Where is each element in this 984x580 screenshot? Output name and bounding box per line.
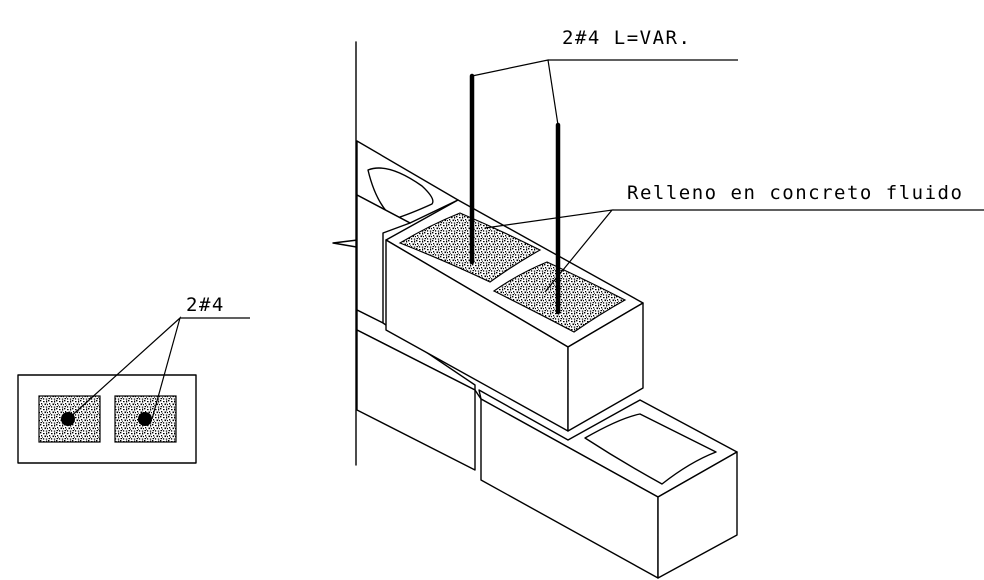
section-view: 2#4: [17, 294, 250, 464]
section-block-outline: [17, 374, 197, 464]
bars-leader: [471, 59, 738, 126]
back-block-upper-hole: [367, 167, 434, 220]
grout-leader: [484, 209, 984, 293]
grout-label: Relleno en concreto fluido: [627, 182, 963, 204]
section-leader: [67, 316, 250, 420]
back-block-upper-front: [356, 194, 411, 324]
section-bars-label: 2#4: [186, 294, 225, 316]
lower-left-block-front: [356, 329, 476, 471]
lower-left-block-divider: [474, 389, 482, 400]
lower-right-block-side: [657, 451, 738, 579]
lower-right-block-hole: [584, 413, 717, 485]
isometric-wall: 2#4 L=VAR. Relleno en concreto fluido: [332, 27, 984, 579]
bars-label: 2#4 L=VAR.: [562, 27, 691, 49]
main-block-side: [567, 302, 644, 432]
section-cell-left: [38, 395, 101, 443]
section-bar-right: [138, 412, 152, 426]
